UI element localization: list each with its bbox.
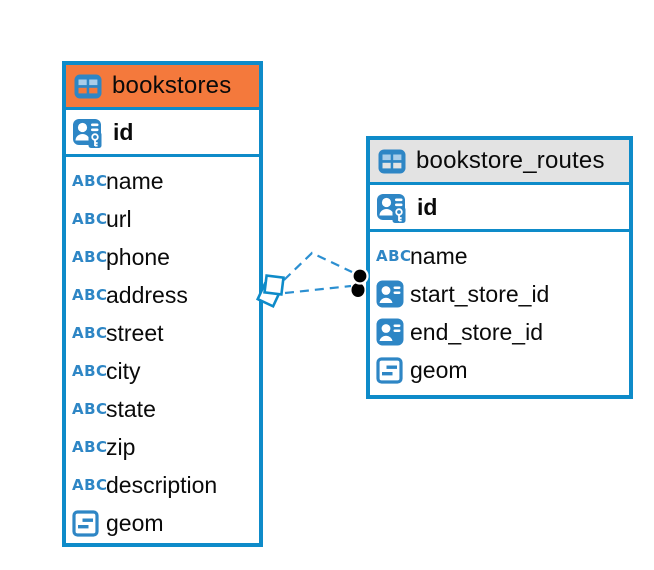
- abc-icon: ABC: [72, 324, 108, 342]
- column-row-end_store_id[interactable]: end_store_id: [370, 313, 629, 351]
- abc-icon: ABC: [72, 476, 108, 494]
- abc-icon: ABC: [72, 248, 108, 266]
- column-name: geom: [106, 509, 164, 536]
- abc-icon: ABC: [72, 400, 108, 418]
- abc-icon: ABC: [72, 362, 108, 380]
- person-icon: [376, 318, 410, 346]
- abc-icon: ABC: [72, 210, 108, 228]
- primary-key-row[interactable]: id: [370, 185, 629, 232]
- primary-key-name: id: [113, 118, 134, 145]
- abc-icon: ABC: [72, 248, 108, 266]
- column-name: phone: [106, 243, 170, 270]
- abc-icon: ABC: [72, 172, 108, 190]
- abc-icon: ABC: [72, 438, 108, 456]
- column-name: description: [106, 471, 218, 498]
- abc-icon: ABC: [72, 400, 108, 418]
- abc-icon: ABC: [72, 324, 108, 342]
- abc-icon: ABC: [72, 438, 108, 456]
- column-name: geom: [410, 356, 468, 383]
- column-name: street: [106, 319, 164, 346]
- abc-icon: ABC: [376, 247, 412, 265]
- person-icon: [376, 280, 410, 308]
- primary-key-row[interactable]: id: [66, 110, 259, 157]
- table-header-bookstore_routes[interactable]: bookstore_routes: [370, 140, 629, 185]
- column-name: name: [106, 167, 164, 194]
- abc-icon: ABC: [72, 362, 108, 380]
- column-name: address: [106, 281, 188, 308]
- column-row-start_store_id[interactable]: start_store_id: [370, 275, 629, 313]
- abc-icon: ABC: [72, 476, 108, 494]
- table-icon: [74, 74, 102, 99]
- column-name: end_store_id: [410, 318, 543, 345]
- person-key-icon: [376, 191, 409, 224]
- table-title: bookstore_routes: [416, 147, 605, 174]
- primary-key-name: id: [417, 193, 438, 220]
- abc-icon: ABC: [72, 172, 108, 190]
- column-name: name: [410, 242, 468, 269]
- table-icon: [378, 149, 406, 174]
- column-name: start_store_id: [410, 280, 550, 307]
- abc-icon: ABC: [72, 286, 108, 304]
- column-row-geom[interactable]: geom: [66, 504, 259, 542]
- person-key-icon: [72, 116, 105, 149]
- geometry-icon: [72, 509, 106, 537]
- abc-icon: ABC: [72, 286, 108, 304]
- column-name: zip: [106, 433, 136, 460]
- table-header-bookstores[interactable]: bookstores: [66, 65, 259, 110]
- column-name: state: [106, 395, 156, 422]
- abc-icon: ABC: [72, 210, 108, 228]
- column-row-geom[interactable]: geom: [370, 351, 629, 389]
- abc-icon: ABC: [376, 247, 412, 265]
- table-title: bookstores: [112, 72, 232, 99]
- column-name: url: [106, 205, 132, 232]
- geometry-icon: [376, 356, 410, 384]
- column-name: city: [106, 357, 141, 384]
